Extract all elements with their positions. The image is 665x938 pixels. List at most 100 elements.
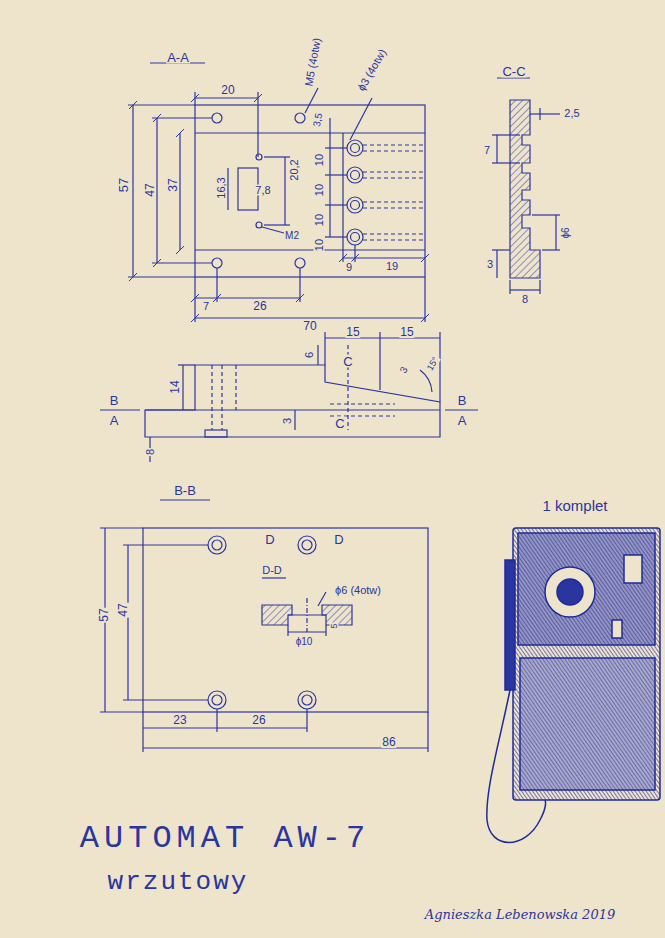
view-a-a-stroke [351,171,360,180]
view-a-a-stroke [227,168,228,210]
dimension-label: 47 [144,182,156,197]
dimension-label: B-B [173,484,197,497]
dimension-label: D [333,533,344,546]
dimension-label: 9 [345,262,353,273]
dimension-label: ϕ3 (4otw) [355,47,388,94]
dimension-label: A [457,414,468,427]
dimension-label: 19 [385,261,399,272]
view-a-a-stroke [129,94,429,322]
side-view-stroke [439,332,440,402]
side-view-stroke [294,410,295,430]
view-b-b-stroke [298,536,316,554]
view-a-a-stroke [129,101,137,109]
view-b-b-stroke [212,540,222,550]
view-b-b-stroke [318,592,326,606]
dimension-label: 10 [314,238,325,252]
view-a-a-stroke [264,156,290,157]
view-b-b-stroke [208,536,226,554]
view-b-b-stroke [123,544,208,545]
view-b-b-stroke [427,712,428,752]
dimension-label: 26 [251,714,266,726]
view-c-c-stroke [555,215,556,250]
dimension-label: 20,2 [289,158,300,181]
dimension-label: 8 [145,448,156,456]
side-view [100,332,478,462]
payphone-sketch-stroke [518,533,655,645]
view-a-a-stroke [195,132,425,133]
dimension-label: 26 [252,300,267,312]
view-b-b-stroke [306,709,307,732]
view-a-a-stroke [176,246,184,254]
view-c-c-stroke [509,280,510,294]
view-a-a-stroke [191,94,199,102]
dimension-label: 3 [282,417,293,425]
dimension-label: 5 [330,622,339,629]
view-a-a-stroke [347,197,363,213]
view-a-a-stroke [153,259,161,267]
view-a-a-stroke [363,145,425,240]
dimension-label: B [457,394,468,407]
view-a-a-stroke [129,273,137,281]
payphone-sketch-stroke [545,567,595,617]
side-view-stroke [100,409,140,410]
view-a-a-stroke [195,105,425,277]
drawing-title: AUTOMAT AW-7 [80,820,370,857]
view-b-b-stroke [123,699,208,700]
view-c-c-stroke [539,280,540,294]
view-a-a-stroke [176,129,184,137]
view-a-a-stroke [421,254,429,262]
view-a-a-stroke [347,167,363,183]
view-a-a-stroke [128,276,195,277]
view-a-a-stroke [156,118,157,263]
view-a-a-stroke [363,239,425,240]
view-a-a-stroke [212,113,222,123]
view-b-b-stroke [302,540,312,550]
side-view-stroke [205,430,227,437]
view-a-a-stroke [363,171,425,172]
view-b-b-stroke [302,695,312,705]
view-c-c-stroke [492,162,520,163]
view-a-a-stroke [350,98,372,140]
view-a-a-stroke [305,88,318,113]
view-b-b-stroke [100,711,143,712]
view-a-a-stroke [128,104,195,105]
view-a-a-stroke [363,201,425,202]
side-view-stroke [235,365,236,410]
dimension-label: M2 [284,231,300,241]
dimension-label: 14 [169,379,181,394]
view-c-c-stroke [532,214,560,215]
view-c-c-stroke [496,135,497,163]
side-view-stroke [330,403,395,404]
view-a-a-stroke [152,117,212,118]
dimension-label: 47 [117,602,129,617]
payphone-sketch-stroke [487,690,546,843]
view-a-a-stroke [262,227,284,233]
view-a-a-stroke [329,118,330,237]
view-a-a-stroke [191,314,199,322]
view-a-a-stroke [295,258,305,268]
side-view-stroke [212,345,395,430]
dimension-label: 57 [98,607,110,622]
view-a-a-stroke [191,294,199,302]
view-a-a-stroke [325,174,347,175]
dimension-label: D [264,533,275,546]
dimension-label: 23 [172,714,187,726]
dimension-label: 2,5 [563,108,580,119]
dimension-label: 3 [486,259,494,270]
dimension-label: C [334,417,345,430]
side-view-stroke [182,365,183,410]
view-a-a-stroke [363,207,425,208]
side-view-stroke [379,332,380,390]
view-a-a-stroke [296,294,304,302]
dimension-label: ϕ10 [295,637,314,647]
view-a-a-stroke [195,317,425,318]
view-a-a-stroke [256,154,262,160]
view-b-b-stroke [127,545,128,700]
dimension-label: 10 [314,213,325,227]
view-a-a-stroke [351,144,360,153]
side-view-stroke [145,409,440,410]
view-a-a-stroke [254,94,262,102]
view-a-a-stroke [421,314,429,322]
view-a-a-stroke [194,277,195,322]
view-c-c-stroke [530,113,560,114]
